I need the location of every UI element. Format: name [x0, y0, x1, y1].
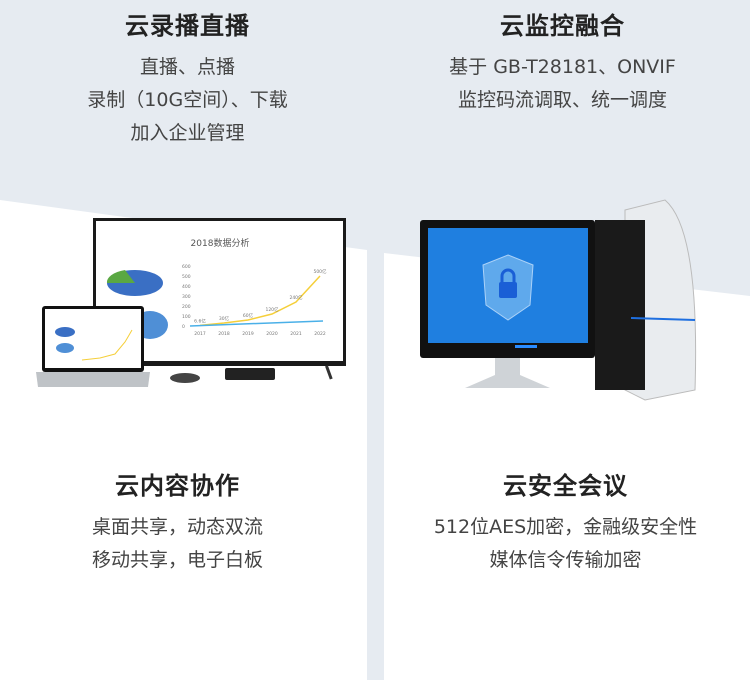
- feature-line: 录制（10G空间）、下载: [87, 89, 288, 111]
- y-tick-label: 600: [182, 264, 191, 270]
- y-tick-label: 500: [182, 274, 191, 280]
- x-tick-label: 2019: [242, 331, 254, 337]
- data-label: 6.6亿: [194, 317, 206, 324]
- laptop-keyboard: [36, 372, 150, 387]
- feature-line: 直播、点播: [139, 56, 235, 78]
- feature-recording-live: 云录播直播 直播、点播 录制（10G空间）、下载 加入企业管理: [0, 6, 375, 150]
- feature-title: 云内容协作: [115, 472, 240, 500]
- data-label: 500亿: [313, 268, 327, 275]
- trend-line: [199, 275, 321, 327]
- tv-laptop-illustration: 2018数据分析 600 500 400 300 200 100 0 2017 2018 2019…: [36, 218, 346, 387]
- y-tick-label: 300: [182, 294, 191, 300]
- x-tick-label: 2022: [314, 331, 326, 337]
- feature-line: 加入企业管理: [130, 122, 245, 144]
- feature-title: 云安全会议: [503, 472, 628, 500]
- x-tick-label: 2021: [290, 331, 302, 337]
- feature-security: 云安全会议 512位AES加密，金融级安全性 媒体信令传输加密: [378, 466, 750, 577]
- x-tick-label: 2018: [218, 331, 230, 337]
- feature-line: 512位AES加密，金融级安全性: [433, 516, 698, 538]
- pie-chart-icon: [106, 270, 168, 339]
- feature-line: 媒体信令传输加密: [489, 549, 642, 571]
- dongle: [170, 373, 200, 383]
- lock-icon: [499, 282, 517, 298]
- y-tick-label: 100: [182, 314, 191, 320]
- feature-line: 移动共享，电子白板: [91, 549, 263, 571]
- data-label: 120亿: [265, 306, 279, 313]
- tv-box: [225, 368, 275, 380]
- feature-collaboration: 云内容协作 桌面共享，动态双流 移动共享，电子白板: [0, 466, 365, 577]
- secondary-line: [189, 320, 324, 327]
- x-tick-label: 2017: [194, 331, 206, 337]
- monitor-stand: [465, 358, 550, 388]
- y-tick-label: 0: [182, 324, 185, 330]
- y-tick-label: 200: [182, 304, 191, 310]
- data-label: 60亿: [243, 312, 254, 319]
- feature-line: 桌面共享，动态双流: [91, 516, 263, 538]
- feature-monitoring: 云监控融合 基于 GB-T28181、ONVIF 监控码流调取、统一调度: [375, 6, 750, 117]
- data-label: 30亿: [219, 315, 230, 322]
- feature-title: 云录播直播: [125, 12, 250, 40]
- feature-line: 基于 GB-T28181、ONVIF: [449, 56, 676, 78]
- feature-title: 云监控融合: [500, 12, 625, 40]
- feature-line: 监控码流调取、统一调度: [457, 89, 667, 111]
- pc-security-illustration: [420, 199, 697, 401]
- laptop-screen: [45, 309, 141, 368]
- y-tick-label: 400: [182, 284, 191, 290]
- chart-title: 2018数据分析: [191, 237, 250, 249]
- data-label: 240亿: [289, 294, 303, 301]
- x-tick-label: 2020: [266, 331, 278, 337]
